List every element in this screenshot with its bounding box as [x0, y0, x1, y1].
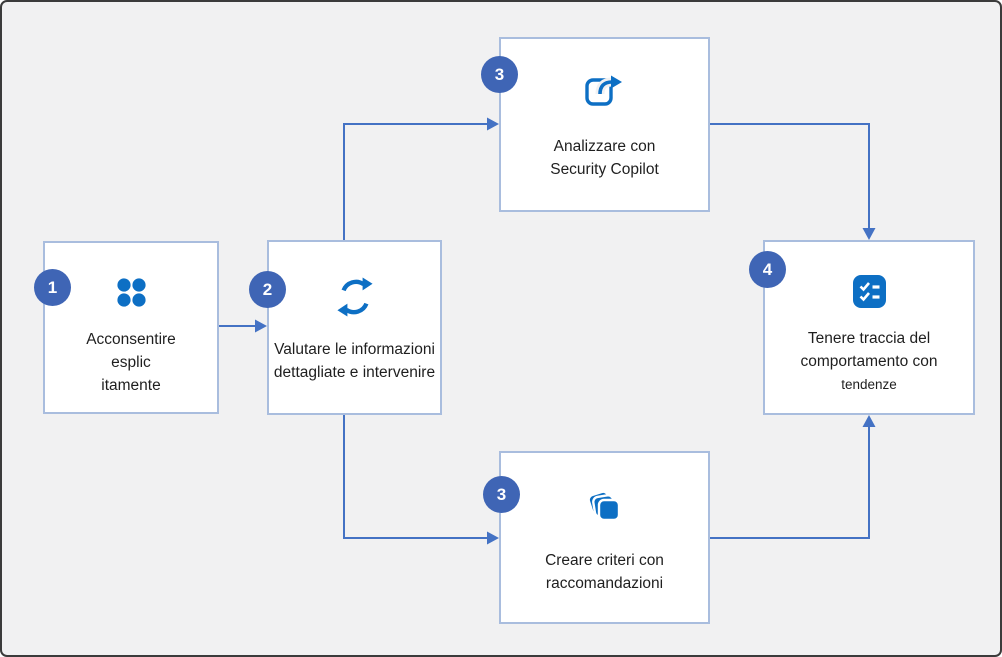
step-number-badge: 2	[249, 271, 286, 308]
step-number-badge: 3	[483, 476, 520, 513]
connector-policies-to-track	[710, 415, 876, 539]
label-line: esplic	[111, 354, 151, 371]
label-line: tendenze	[841, 377, 897, 392]
grid-dots-icon	[45, 276, 217, 308]
step-label: Creare criteri con raccomandazioni	[545, 549, 664, 595]
step-label: Analizzare con Security Copilot	[550, 135, 659, 181]
label-line: Creare criteri con	[545, 552, 664, 569]
step-analyze-box: 3 Analizzare con Security Copilot	[481, 37, 710, 212]
layers-icon	[501, 486, 708, 526]
connector-analyze-to-track	[710, 123, 876, 240]
step-consent-box: 1 Acconsentire esplic itamente	[34, 241, 219, 414]
label-line: Valutare le informazioni	[274, 341, 435, 358]
step-number-badge: 1	[34, 269, 71, 306]
label-line: comportamento con	[800, 353, 938, 370]
connector-evaluate-to-analyze	[343, 117, 499, 240]
connector-consent-to-evaluate	[219, 319, 267, 333]
label-line: itamente	[101, 377, 161, 394]
connector-evaluate-to-policies	[343, 415, 499, 545]
label-line: Security Copilot	[550, 161, 659, 178]
step-label: Tenere traccia del comportamento con ten…	[801, 327, 938, 396]
share-icon	[501, 72, 708, 106]
step-policies-box: 3 Creare criteri con raccomandazioni	[483, 451, 710, 624]
label-line: Tenere traccia del	[807, 330, 931, 347]
label-line: dettagliate e intervenire	[273, 364, 436, 381]
step-label: Acconsentire esplic itamente	[86, 328, 176, 397]
step-number-badge: 3	[481, 56, 518, 93]
step-evaluate-box: 2 Valutare le informazioni dettagliate e…	[249, 240, 442, 415]
checklist-icon	[765, 275, 973, 308]
label-line: Acconsentire	[86, 331, 176, 348]
step-label: Valutare le informazioni dettagliate e i…	[274, 338, 435, 384]
step-track-box: 4 Tenere traccia del comportamento con t…	[749, 240, 975, 415]
label-line: Analizzare con	[553, 138, 656, 155]
label-line: raccomandazioni	[545, 575, 664, 592]
sync-icon	[269, 275, 440, 319]
step-number-badge: 4	[749, 251, 786, 288]
